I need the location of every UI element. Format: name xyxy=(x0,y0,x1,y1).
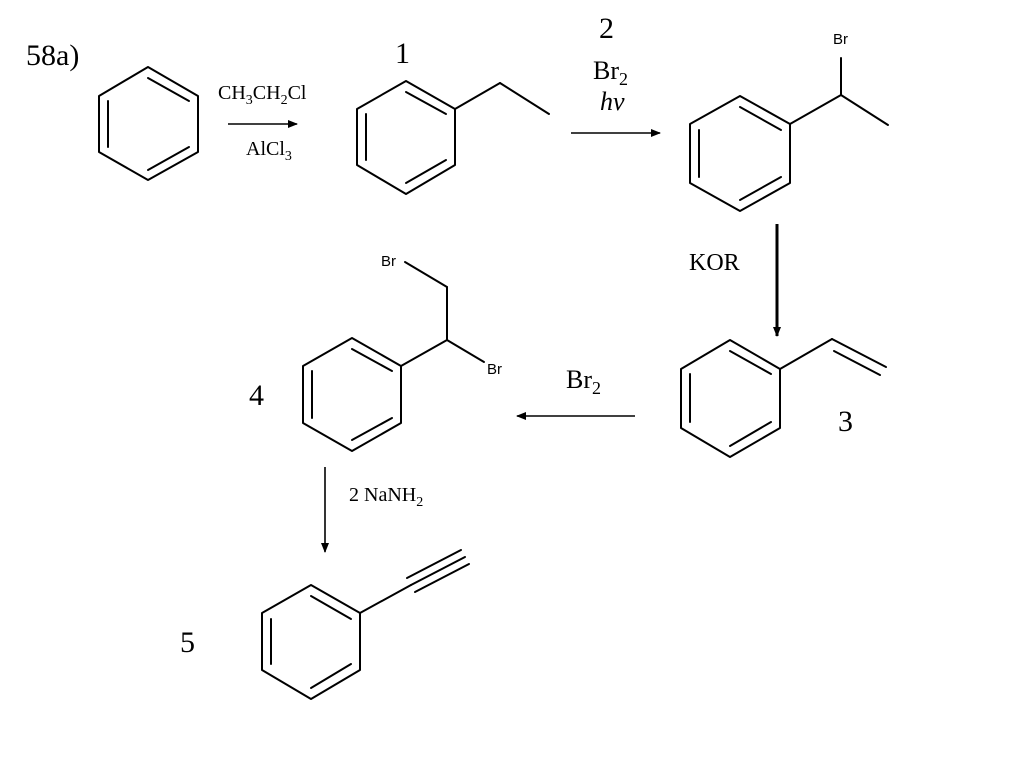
compound-4-number: 4 xyxy=(249,379,264,412)
bromoethylbenzene-structure xyxy=(689,57,889,212)
step3-reagent: KOR xyxy=(689,250,740,276)
bromine-label-compound-2: Br xyxy=(833,31,848,48)
compound-1-number: 1 xyxy=(395,37,410,70)
bromine-label-compound-4-top: Br xyxy=(381,253,396,270)
step4-reagent: Br2 xyxy=(566,365,601,398)
step1-reagent-bottom: AlCl3 xyxy=(246,138,292,164)
styrene-structure xyxy=(680,338,887,458)
phenylacetylene-structure xyxy=(261,549,470,700)
step2-reagent-top: Br2 xyxy=(593,56,628,89)
step2-reagent-bottom: hv xyxy=(600,87,625,116)
dibromoethylbenzene-structure xyxy=(302,261,485,452)
problem-label: 58a) xyxy=(26,39,79,72)
bromine-label-compound-4-side: Br xyxy=(487,361,502,378)
compound-5-number: 5 xyxy=(180,626,195,659)
step1-reagent-top: CH3CH2Cl xyxy=(218,82,307,108)
compound-3-number: 3 xyxy=(838,405,853,438)
step5-reagent: 2 NaNH2 xyxy=(349,484,423,510)
ethylbenzene-structure xyxy=(356,80,550,195)
compound-2-number: 2 xyxy=(599,12,614,45)
benzene-structure xyxy=(98,66,199,181)
